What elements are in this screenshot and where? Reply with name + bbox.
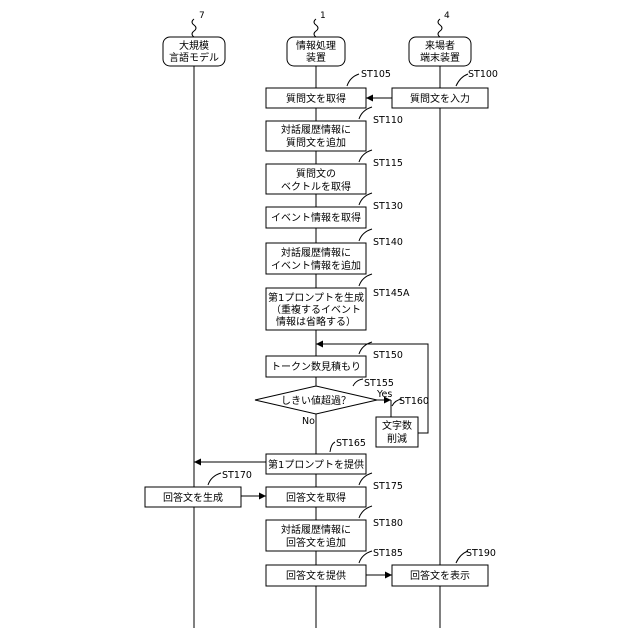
step-st145a-label-1: 第1プロンプトを生成 [268,291,364,304]
lane-title-info-line2: 装置 [306,51,326,64]
step-st155-decision: しきい値超過？ ST155 Yes No [255,378,394,427]
lane-header-visitor: 4 来場者 端末装置 [409,11,471,66]
step-st170: 回答文を生成 ST170 [145,470,252,507]
step-st190-label: 回答文を表示 [410,569,470,582]
lane-number-visitor: 4 [444,11,450,21]
step-st185: 回答文を提供 ST185 [266,548,403,586]
step-st140-tag: ST140 [373,237,403,248]
step-st175: 回答文を取得 ST175 [266,473,403,507]
step-st160-label-1: 文字数 [382,419,412,432]
lane-title-visitor-line1: 来場者 [425,39,455,52]
step-st115-tag: ST115 [373,158,403,169]
lane-title-visitor-line2: 端末装置 [420,51,460,64]
step-st180-tag: ST180 [373,518,403,529]
step-st110-label-2: 質問文を追加 [286,136,346,149]
step-st155-tag: ST155 [364,378,394,389]
step-st160: 文字数 削減 ST160 [376,396,429,447]
lane-number-llm: 7 [199,11,205,21]
step-st165-label: 第1プロンプトを提供 [268,458,364,471]
step-st155-yes-label: Yes [376,389,392,400]
lane-title-info-line1: 情報処理 [296,39,336,52]
lane-header-info: 1 情報処理 装置 [287,11,345,66]
step-st145a-label-2: （重複するイベント [271,303,361,316]
step-st145a-label-3: 情報は省略する） [276,315,356,328]
step-st150: トークン数見積もり ST150 [266,342,403,377]
step-st110: 対話履歴情報に 質問文を追加 ST110 [266,107,403,151]
step-st150-tag: ST150 [373,350,403,361]
step-st100-label: 質問文を入力 [410,92,470,105]
lane-header-llm: 7 大規模 言語モデル [163,11,225,66]
step-st140: 対話履歴情報に イベント情報を追加 ST140 [266,229,403,274]
step-st180: 対話履歴情報に 回答文を追加 ST180 [266,506,403,551]
step-st185-label: 回答文を提供 [286,569,346,582]
step-st100-tag: ST100 [468,69,498,80]
step-st105: 質問文を取得 ST105 [266,69,391,108]
step-st165-tag: ST165 [336,438,366,449]
step-st175-label: 回答文を取得 [286,491,346,504]
step-st130-tag: ST130 [373,201,403,212]
step-st105-label: 質問文を取得 [286,92,346,105]
step-st160-tag: ST160 [399,396,429,407]
step-st180-label-1: 対話履歴情報に [281,523,351,536]
step-st155-label: しきい値超過？ [281,394,351,407]
step-st155-no-label: No [302,416,315,427]
lane-title-llm-line1: 大規模 [179,39,209,52]
step-st130-label: イベント情報を取得 [271,211,361,224]
step-st110-tag: ST110 [373,115,403,126]
step-st145a-tag: ST145A [373,288,410,299]
lane-title-llm-line2: 言語モデル [169,51,219,64]
step-st140-label-2: イベント情報を追加 [271,259,361,272]
step-st145a: 第1プロンプトを生成 （重複するイベント 情報は省略する） ST145A [266,274,410,330]
step-st105-tag: ST105 [361,69,391,80]
step-st140-label-1: 対話履歴情報に [281,246,351,259]
step-st115: 質問文の ベクトルを取得 ST115 [266,150,403,194]
step-st100: 質問文を入力 ST100 [392,69,498,108]
step-st115-label-1: 質問文の [296,167,336,180]
step-st160-label-2: 削減 [387,432,407,445]
step-st130: イベント情報を取得 ST130 [266,193,403,228]
step-st190-tag: ST190 [466,548,496,559]
step-st150-label: トークン数見積もり [271,360,361,373]
step-st185-tag: ST185 [373,548,403,559]
step-st175-tag: ST175 [373,481,403,492]
step-st115-label-2: ベクトルを取得 [281,181,351,193]
step-st180-label-2: 回答文を追加 [286,536,346,549]
step-st190: 回答文を表示 ST190 [392,548,496,586]
step-st170-label: 回答文を生成 [163,491,223,504]
lane-number-info: 1 [320,11,326,21]
step-st110-label-1: 対話履歴情報に [281,123,351,136]
step-st170-tag: ST170 [222,470,252,481]
